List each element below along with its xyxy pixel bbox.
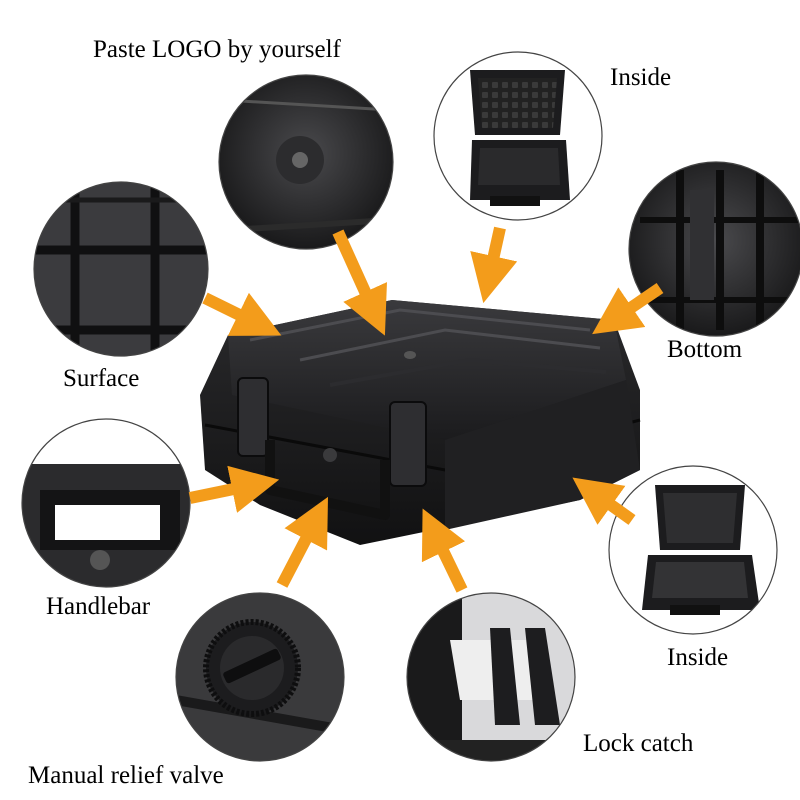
valve-detail	[175, 592, 345, 762]
label-bottom: Bottom	[667, 336, 743, 363]
arrow-valve	[276, 496, 328, 588]
label-inside-right: Inside	[667, 644, 729, 671]
arrow-logo	[332, 229, 387, 336]
main-case-image	[200, 300, 641, 545]
logo-area-detail	[218, 74, 394, 250]
arrow-bottom	[592, 283, 664, 335]
handlebar-detail	[21, 418, 191, 588]
label-inside-top: Inside	[610, 64, 672, 91]
callout-arrows	[188, 226, 664, 593]
arrow-inside-right	[572, 477, 636, 525]
arrow-surface	[202, 292, 282, 336]
surface-detail	[33, 181, 209, 357]
arrow-inside-top	[470, 226, 518, 304]
label-logo: Paste LOGO by yourself	[93, 36, 341, 63]
arrow-lock-catch	[421, 508, 468, 593]
inside-top-detail	[433, 51, 603, 221]
label-surface: Surface	[63, 365, 140, 392]
label-handlebar: Handlebar	[46, 593, 151, 620]
inside-right-detail	[608, 465, 778, 635]
arrow-handlebar	[188, 465, 280, 513]
label-lock-catch: Lock catch	[583, 730, 694, 757]
label-valve: Manual relief valve	[28, 762, 224, 789]
bottom-detail	[628, 161, 800, 337]
lock-catch-detail	[406, 592, 576, 762]
